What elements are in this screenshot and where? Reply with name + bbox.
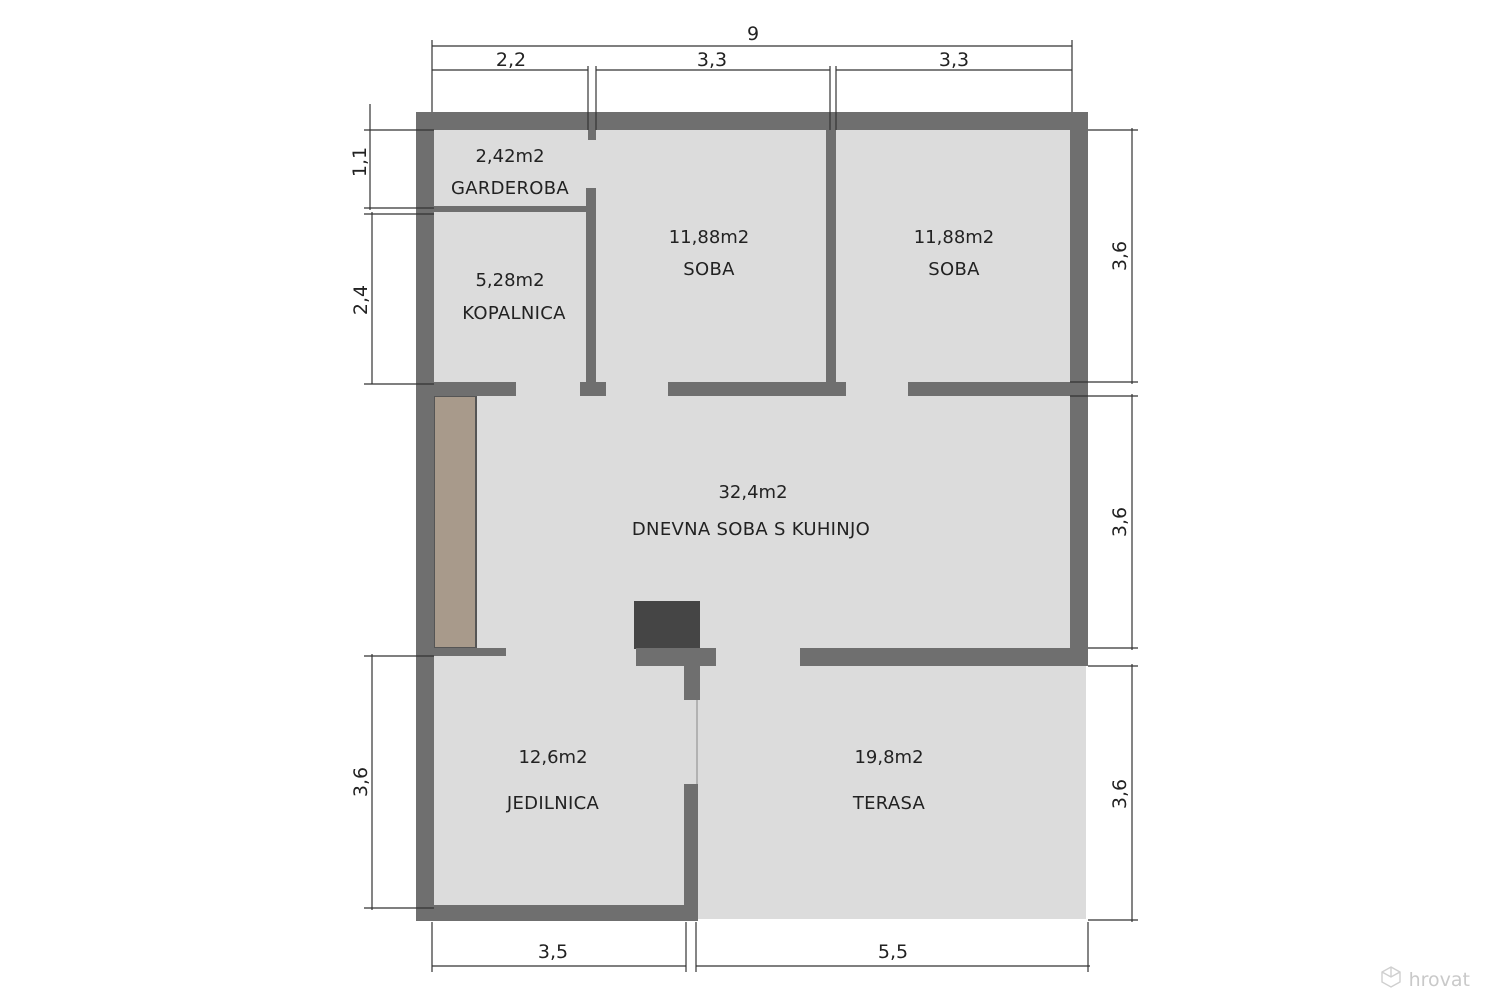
dimension-lines (364, 40, 1138, 972)
dim-top-c: 3,3 (939, 49, 969, 71)
terasa-name: TERASA (852, 793, 926, 814)
dim-bottom-b: 5,5 (878, 941, 908, 963)
cube-icon (1379, 965, 1403, 994)
dim-left-3: 3,6 (350, 767, 372, 797)
stove (634, 601, 700, 649)
dim-bottom-a: 3,5 (538, 941, 568, 963)
dim-left-1: 1,1 (349, 147, 371, 177)
exterior-walls (416, 112, 1088, 921)
dnevna-area: 32,4m2 (718, 482, 787, 503)
dim-left-2: 2,4 (350, 285, 372, 315)
dnevna-name: DNEVNA SOBA S KUHINJO (632, 519, 870, 540)
dim-total-width: 9 (747, 23, 759, 45)
kitchen-counter (433, 395, 477, 649)
soba-2-area: 11,88m2 (914, 227, 995, 248)
soba-1-area: 11,88m2 (669, 227, 750, 248)
dim-right-2: 3,6 (1109, 507, 1131, 537)
jedilnica-name: JEDILNICA (506, 793, 600, 814)
brand-watermark: hrovat (1379, 965, 1470, 994)
garderoba-area: 2,42m2 (475, 146, 544, 167)
dim-right-1: 3,6 (1109, 241, 1131, 271)
kopalnica-name: KOPALNICA (462, 303, 566, 324)
garderoba-name: GARDEROBA (451, 178, 569, 199)
terasa-area: 19,8m2 (854, 747, 923, 768)
jedilnica-area: 12,6m2 (518, 747, 587, 768)
dim-right-3: 3,6 (1109, 779, 1131, 809)
brand-text: hrovat (1408, 968, 1470, 991)
dim-top-b: 3,3 (697, 49, 727, 71)
soba-1-name: SOBA (683, 259, 735, 280)
soba-2-name: SOBA (928, 259, 980, 280)
dim-top-a: 2,2 (496, 49, 526, 71)
floor-house (418, 113, 1086, 919)
interior-walls (434, 130, 1088, 920)
kopalnica-area: 5,28m2 (475, 270, 544, 291)
